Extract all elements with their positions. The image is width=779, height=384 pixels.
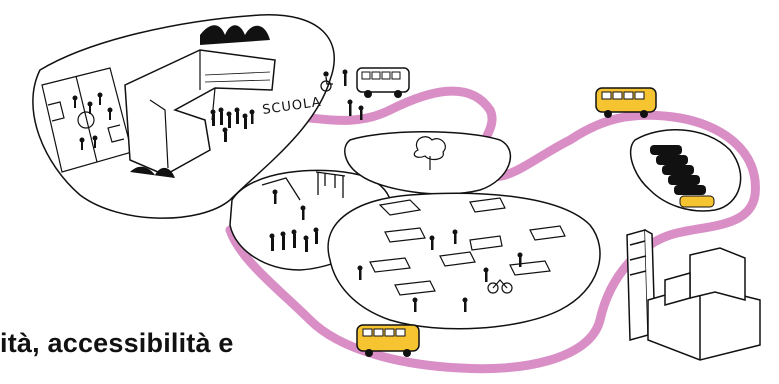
caption-text: ità, accessibilità e	[0, 328, 234, 358]
school-bus-icon	[356, 67, 410, 98]
swing-set-icon	[261, 171, 346, 201]
players-icon	[72, 92, 113, 150]
tree-icon	[413, 136, 446, 170]
market-stalls-icon	[369, 197, 566, 296]
people-icon	[269, 189, 319, 252]
parked-cars-icon	[650, 145, 715, 208]
bicycle-icon	[487, 279, 513, 294]
school-area: SCUOLA	[32, 14, 335, 219]
factory-icon	[626, 229, 761, 361]
people-icon	[210, 107, 255, 142]
person-walking-icon	[342, 69, 364, 120]
school-bus-icon	[356, 324, 420, 357]
wheelchair-icon	[320, 71, 333, 92]
park-area	[344, 130, 511, 195]
school-building-icon	[124, 25, 276, 178]
parking-area	[629, 129, 742, 212]
market-area	[327, 192, 601, 330]
people-icon	[357, 229, 523, 312]
school-bus-icon	[595, 87, 657, 118]
park-island-outline	[344, 130, 511, 195]
